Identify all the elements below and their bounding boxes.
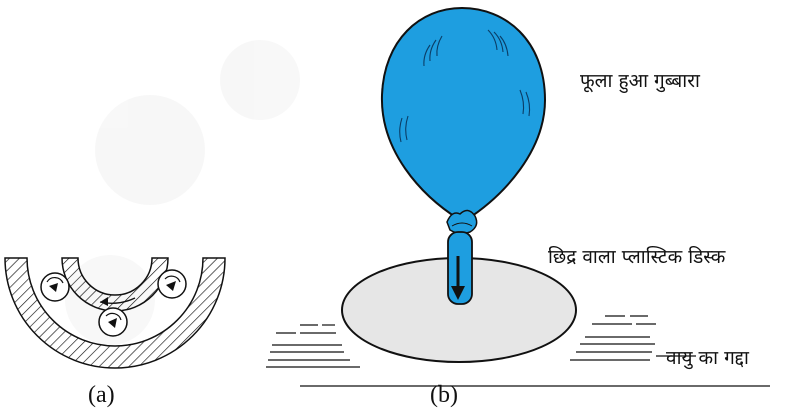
outer-race <box>4 257 226 369</box>
label-balloon: फूला हुआ गुब्बारा <box>580 70 700 92</box>
balloon-shine <box>399 29 531 143</box>
bearing-ball <box>157 269 187 299</box>
air-flow-lines-right <box>570 315 656 361</box>
bearing-ball <box>98 307 128 337</box>
bearing-ball <box>40 272 70 302</box>
label-disc: छिद्र वाला प्लास्टिक डिस्क <box>548 246 726 268</box>
air-flow-lines-left <box>266 324 360 368</box>
air-arrow <box>451 286 465 300</box>
caption-a: (a) <box>88 382 115 408</box>
ball-bearing-diagram <box>4 257 226 369</box>
label-air-cushion: वायु का गद्दा <box>666 347 749 369</box>
caption-b: (b) <box>430 382 458 408</box>
watermark <box>65 40 300 345</box>
balloon <box>380 6 547 221</box>
inner-race <box>61 257 169 312</box>
